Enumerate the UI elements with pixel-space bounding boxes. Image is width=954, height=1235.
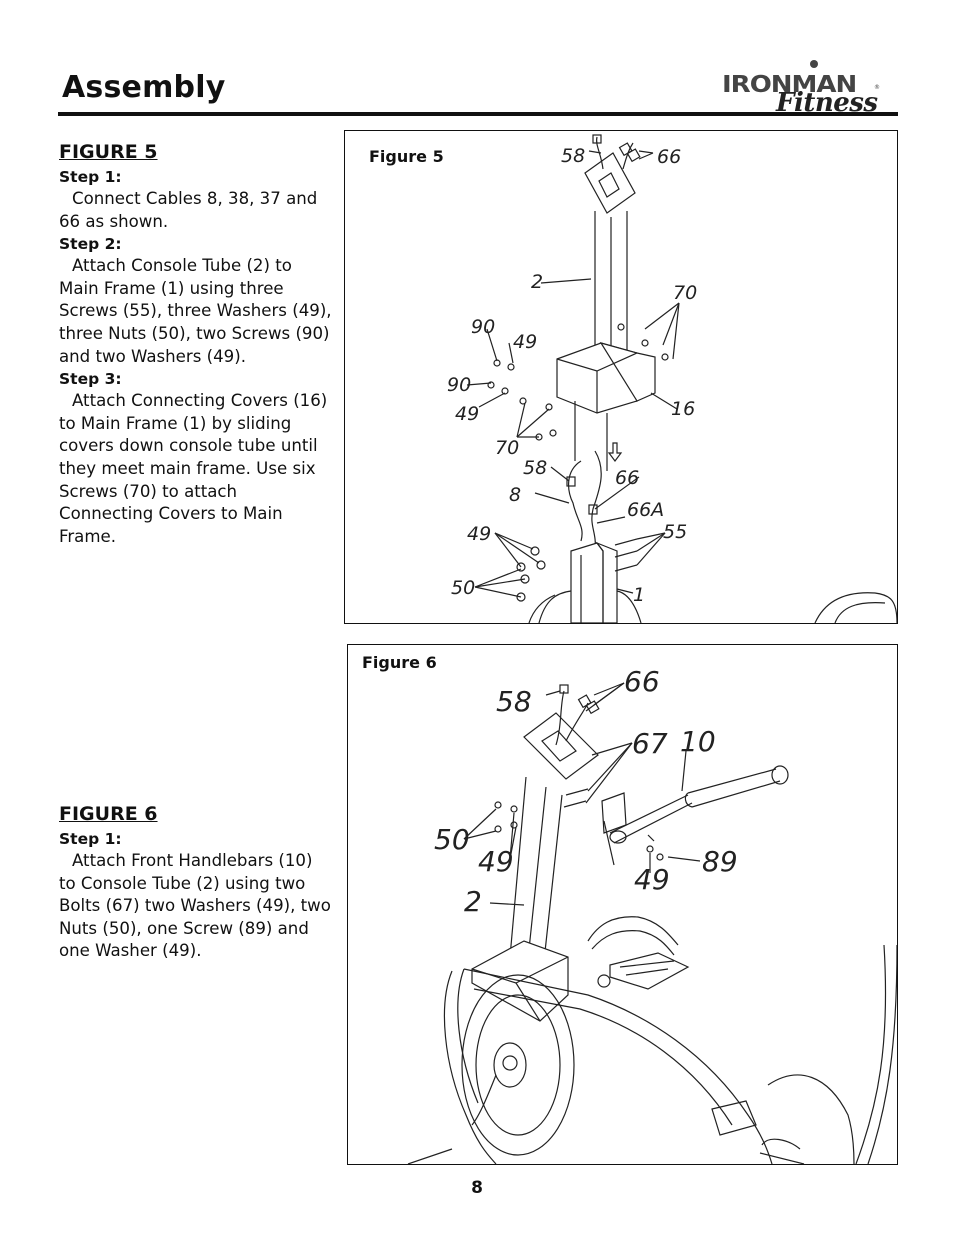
callout-1: 1 <box>633 584 645 606</box>
callout-70: 70 <box>673 282 697 304</box>
callout-10: 10 <box>680 725 716 758</box>
logo-dot-icon <box>810 60 818 68</box>
callout-55: 55 <box>663 521 687 543</box>
step-text: Attach Console Tube (2) to Main Frame (1… <box>59 256 332 366</box>
figure6-heading: FIGURE 6 <box>59 803 158 825</box>
step-label: Step 1: <box>59 830 122 848</box>
figure6-drawing: 58 66 67 10 50 49 89 49 2 <box>407 665 897 1164</box>
callout-49: 49 <box>513 331 537 353</box>
callout-49: 49 <box>455 403 479 425</box>
callout-66: 66 <box>624 665 660 698</box>
figure5-heading: FIGURE 5 <box>59 141 158 163</box>
callout-66: 66 <box>615 467 639 489</box>
step-text: Attach Front Handlebars (10) to Console … <box>59 851 331 961</box>
callout-50: 50 <box>451 577 475 599</box>
callout-8: 8 <box>509 484 521 506</box>
step-text: Attach Connecting Covers (16) to Main Fr… <box>59 391 328 546</box>
figure5-drawing: 58 66 2 70 90 49 90 49 16 70 58 66 8 66A… <box>447 134 897 623</box>
callout-2: 2 <box>531 271 543 293</box>
step-label: Step 1: <box>59 168 122 186</box>
figure5-instructions: FIGURE 5 Step 1: Connect Cables 8, 38, 3… <box>59 140 334 548</box>
callout-90: 90 <box>447 374 471 396</box>
callout-50: 50 <box>434 823 470 856</box>
callout-90: 90 <box>471 316 495 338</box>
figure6-caption: Figure 6 <box>362 653 437 672</box>
step-label: Step 3: <box>59 370 122 389</box>
figure6-instructions: FIGURE 6 Step 1: Attach Front Handlebars… <box>59 802 334 963</box>
figure5-diagram: Figure 5 <box>344 130 898 624</box>
callout-58: 58 <box>561 145 585 167</box>
callout-49: 49 <box>634 863 670 896</box>
figure5-caption: Figure 5 <box>369 147 444 166</box>
figure6-diagram: Figure 6 <box>347 644 898 1165</box>
callout-49: 49 <box>478 845 514 878</box>
callout-58: 58 <box>496 685 532 718</box>
page-number: 8 <box>471 1178 483 1198</box>
callout-67: 67 <box>632 727 668 760</box>
page-title: Assembly <box>62 70 226 105</box>
callout-66: 66 <box>657 146 681 168</box>
step-label: Step 2: <box>59 235 122 254</box>
callout-49: 49 <box>467 523 491 545</box>
ironman-fitness-logo: IRONMAN ® Fitness <box>718 58 886 118</box>
callout-89: 89 <box>702 845 738 878</box>
callout-16: 16 <box>671 398 695 420</box>
callout-70: 70 <box>495 437 519 459</box>
callout-66a: 66A <box>627 499 664 521</box>
header-rule <box>58 112 898 116</box>
step-text: Connect Cables 8, 38, 37 and 66 as shown… <box>59 189 318 231</box>
callout-2: 2 <box>464 885 482 918</box>
callout-58: 58 <box>523 457 547 479</box>
logo-wordmark: IRONMAN <box>722 71 857 99</box>
logo-trademark: ® <box>874 84 880 91</box>
